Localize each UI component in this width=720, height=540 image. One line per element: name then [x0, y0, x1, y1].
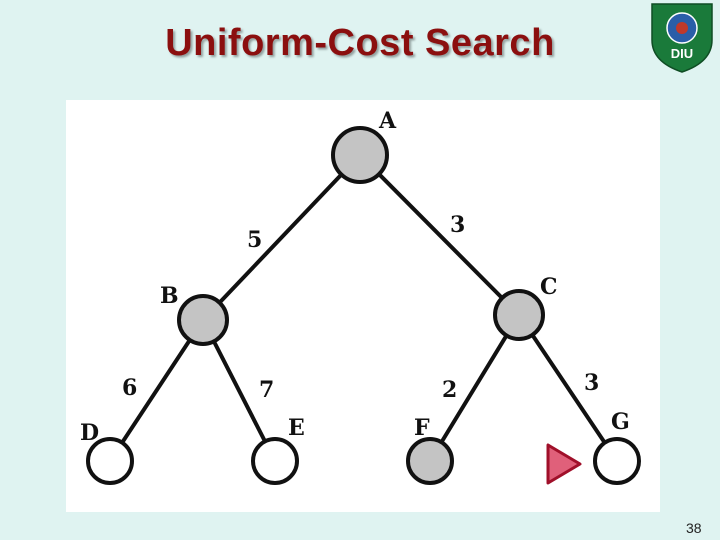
node-C [493, 289, 545, 341]
edge-A-B [201, 153, 362, 322]
edge-cost-B-E: 7 [259, 377, 274, 403]
node-B [177, 294, 229, 346]
node-label-E: E [288, 415, 305, 441]
node-E [251, 437, 299, 485]
edge-B-D [108, 318, 205, 463]
university-logo: DIU [651, 3, 713, 73]
node-D [86, 437, 134, 485]
node-A [331, 126, 389, 184]
edge-C-F [428, 313, 521, 463]
node-G [593, 437, 641, 485]
node-label-F: F [414, 415, 430, 441]
node-label-A: A [378, 108, 397, 134]
logo-text: DIU [671, 46, 693, 61]
node-F [406, 437, 454, 485]
edge-A-C [358, 153, 521, 317]
node-label-G: G [611, 409, 630, 435]
edge-cost-A-C: 3 [450, 212, 465, 238]
pointer-arrow-icon [546, 443, 582, 485]
edge-cost-A-B: 5 [247, 227, 262, 253]
edge-cost-C-F: 2 [442, 377, 457, 403]
node-label-D: D [80, 420, 99, 446]
edge-C-G [517, 313, 619, 463]
node-label-C: C [540, 274, 558, 300]
diagram-panel: A B C D E F G 5 3 6 7 2 3 [66, 100, 660, 512]
edge-B-E [201, 319, 277, 462]
search-tree-diagram: A B C D E F G 5 3 6 7 2 3 [80, 108, 641, 485]
slide-title: Uniform-Cost Search [165, 22, 555, 64]
edge-cost-C-G: 3 [584, 370, 599, 396]
node-label-B: B [160, 283, 179, 309]
slide-number: 38 [686, 520, 702, 536]
edge-cost-B-D: 6 [122, 375, 137, 401]
